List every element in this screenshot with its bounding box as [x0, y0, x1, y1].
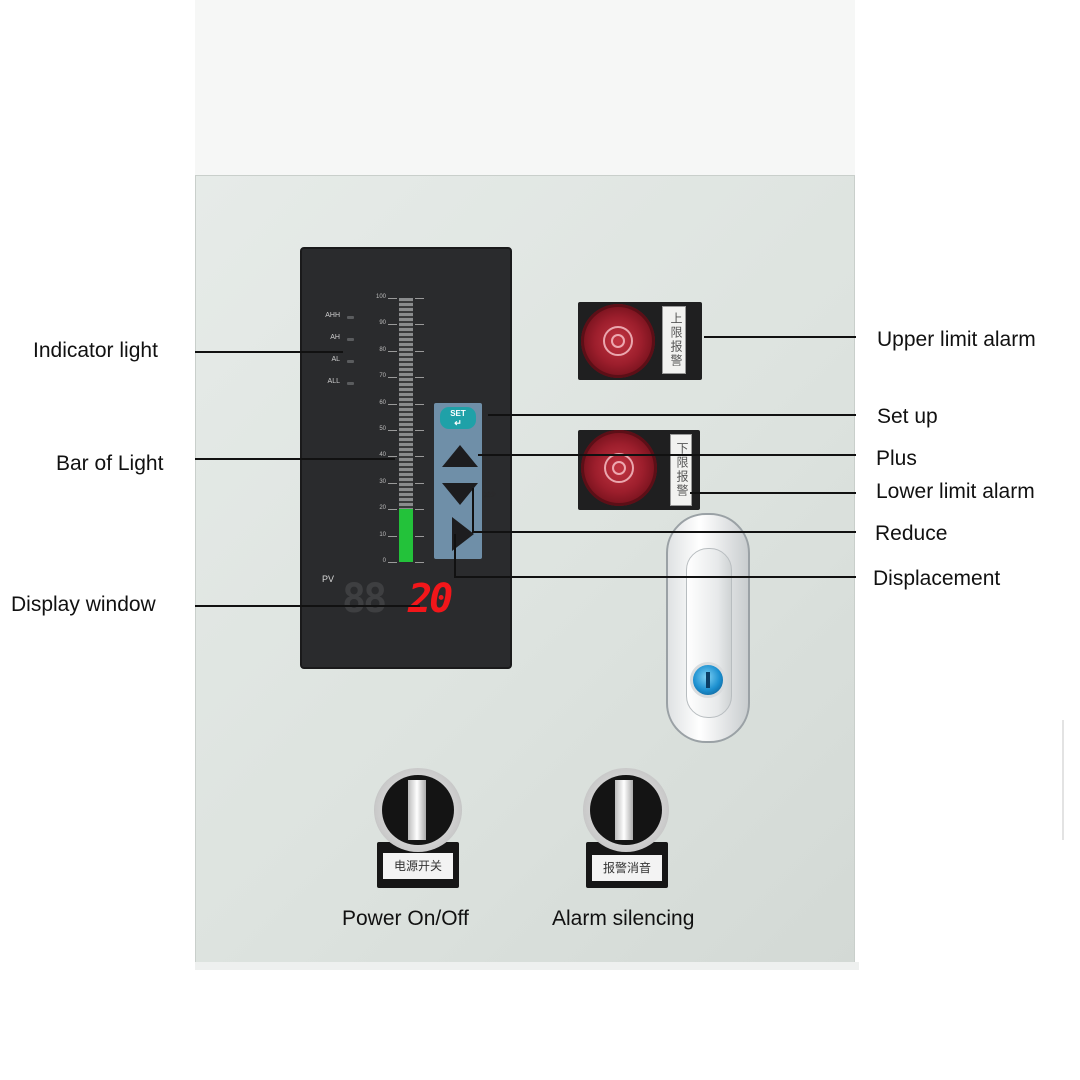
- set-button-label: SET: [450, 409, 466, 418]
- callout-line-displacement: [454, 576, 856, 578]
- light-bar-fill: [399, 509, 413, 562]
- scale-label: 10: [379, 531, 386, 538]
- display-value: 20: [408, 576, 453, 622]
- scale-label: 90: [379, 320, 386, 327]
- indicator-label-ahh: AHH: [325, 312, 340, 319]
- scale-label: 100: [375, 294, 386, 300]
- callout-line-indicator-light: [195, 351, 343, 353]
- indicator-label-al: AL: [331, 356, 340, 363]
- scale-label: 70: [379, 373, 386, 380]
- callout-line-displacement-vertical: [454, 534, 456, 577]
- indicator-led-all: [347, 382, 354, 385]
- scale-label: 0: [382, 558, 386, 564]
- silence-switch-plate-text: 报警消音: [592, 855, 662, 881]
- scale-label: 40: [379, 452, 386, 459]
- cabinet-bottom-edge: [195, 962, 859, 970]
- cabinet-side-shadow: [1062, 720, 1064, 840]
- key-slot: [706, 672, 710, 688]
- scale-tick: [415, 535, 424, 537]
- wall-background: [195, 0, 855, 175]
- scale-tick: [388, 509, 397, 511]
- callout-line-reduce: [472, 531, 856, 533]
- indicator-led-al: [347, 360, 354, 363]
- scale-tick: [388, 350, 397, 352]
- scale-tick: [388, 298, 397, 299]
- callout-line-lower-limit-alarm: [690, 492, 856, 494]
- reduce-button[interactable]: [442, 483, 478, 505]
- alarm-silence-switch-lever[interactable]: [615, 780, 633, 840]
- callout-line-plus: [478, 454, 856, 456]
- alarm-speaker-core-icon: [612, 461, 626, 475]
- scale-tick: [388, 562, 397, 563]
- displacement-button[interactable]: [452, 517, 474, 551]
- label-displacement: Displacement: [873, 567, 1001, 590]
- label-reduce: Reduce: [875, 522, 948, 545]
- callout-line-set-up: [488, 414, 856, 416]
- scale-tick: [388, 456, 397, 458]
- control-cabinet-door: [195, 175, 855, 965]
- upper-alarm-light: [581, 304, 655, 378]
- scale-tick: [415, 430, 424, 431]
- label-indicator-light: Indicator light: [33, 339, 158, 362]
- scale-label: 80: [379, 346, 386, 353]
- label-plus: Plus: [876, 447, 917, 470]
- callout-line-bar-of-light: [195, 458, 395, 460]
- plus-button[interactable]: [442, 445, 478, 467]
- scale-tick: [388, 535, 397, 537]
- scale-tick: [415, 324, 424, 326]
- label-lower-limit-alarm: Lower limit alarm: [876, 480, 1035, 503]
- label-power-on-off: Power On/Off: [342, 907, 469, 930]
- callout-line-display-window: [195, 605, 420, 607]
- scale-tick: [415, 350, 424, 352]
- scale-label: 50: [379, 426, 386, 432]
- scale-tick: [388, 482, 397, 484]
- indicator-label-all: ALL: [327, 378, 340, 385]
- callout-line-upper-limit-alarm: [704, 336, 856, 338]
- lower-alarm-light: [581, 430, 657, 506]
- indicator-label-ah: AH: [330, 334, 340, 341]
- reduce-key-label: 减少: [484, 493, 497, 499]
- upper-alarm-card: 上限报警: [662, 306, 686, 374]
- scale-tick: [415, 482, 424, 484]
- indicator-led-ahh: [347, 316, 354, 319]
- scale-tick: [388, 377, 397, 379]
- indicator-led-ah: [347, 338, 354, 341]
- scale-label: 30: [379, 478, 386, 485]
- label-display-window: Display window: [11, 593, 156, 616]
- label-set-up: Set up: [877, 405, 938, 428]
- scale-tick: [415, 456, 424, 458]
- scale-tick: [388, 403, 397, 405]
- power-switch-lever[interactable]: [408, 780, 426, 840]
- power-switch-plate-text: 电源开关: [383, 853, 453, 879]
- enter-arrow-icon: ↵: [454, 418, 462, 428]
- alarm-speaker-icon: [603, 326, 633, 356]
- scale-label: 20: [379, 505, 386, 512]
- label-alarm-silencing: Alarm silencing: [552, 907, 695, 930]
- scale-tick: [415, 403, 424, 405]
- pv-label: PV: [322, 574, 335, 584]
- scale-tick: [388, 430, 397, 431]
- scale-tick: [415, 377, 424, 379]
- scale-tick: [415, 509, 424, 511]
- callout-line-reduce-vertical: [472, 488, 474, 532]
- display-digits-unlit: 88: [342, 576, 387, 622]
- alarm-speaker-core-icon: [611, 334, 625, 348]
- lower-alarm-card: 下限报警: [670, 434, 692, 506]
- set-button[interactable]: SET ↵: [440, 407, 476, 429]
- scale-tick: [415, 562, 424, 563]
- label-upper-limit-alarm: Upper limit alarm: [877, 328, 1036, 351]
- scale-tick: [388, 324, 397, 326]
- scale-label: 60: [379, 399, 386, 406]
- label-bar-of-light: Bar of Light: [56, 452, 164, 475]
- light-bar-track: [399, 298, 413, 562]
- scale-tick: [415, 298, 424, 299]
